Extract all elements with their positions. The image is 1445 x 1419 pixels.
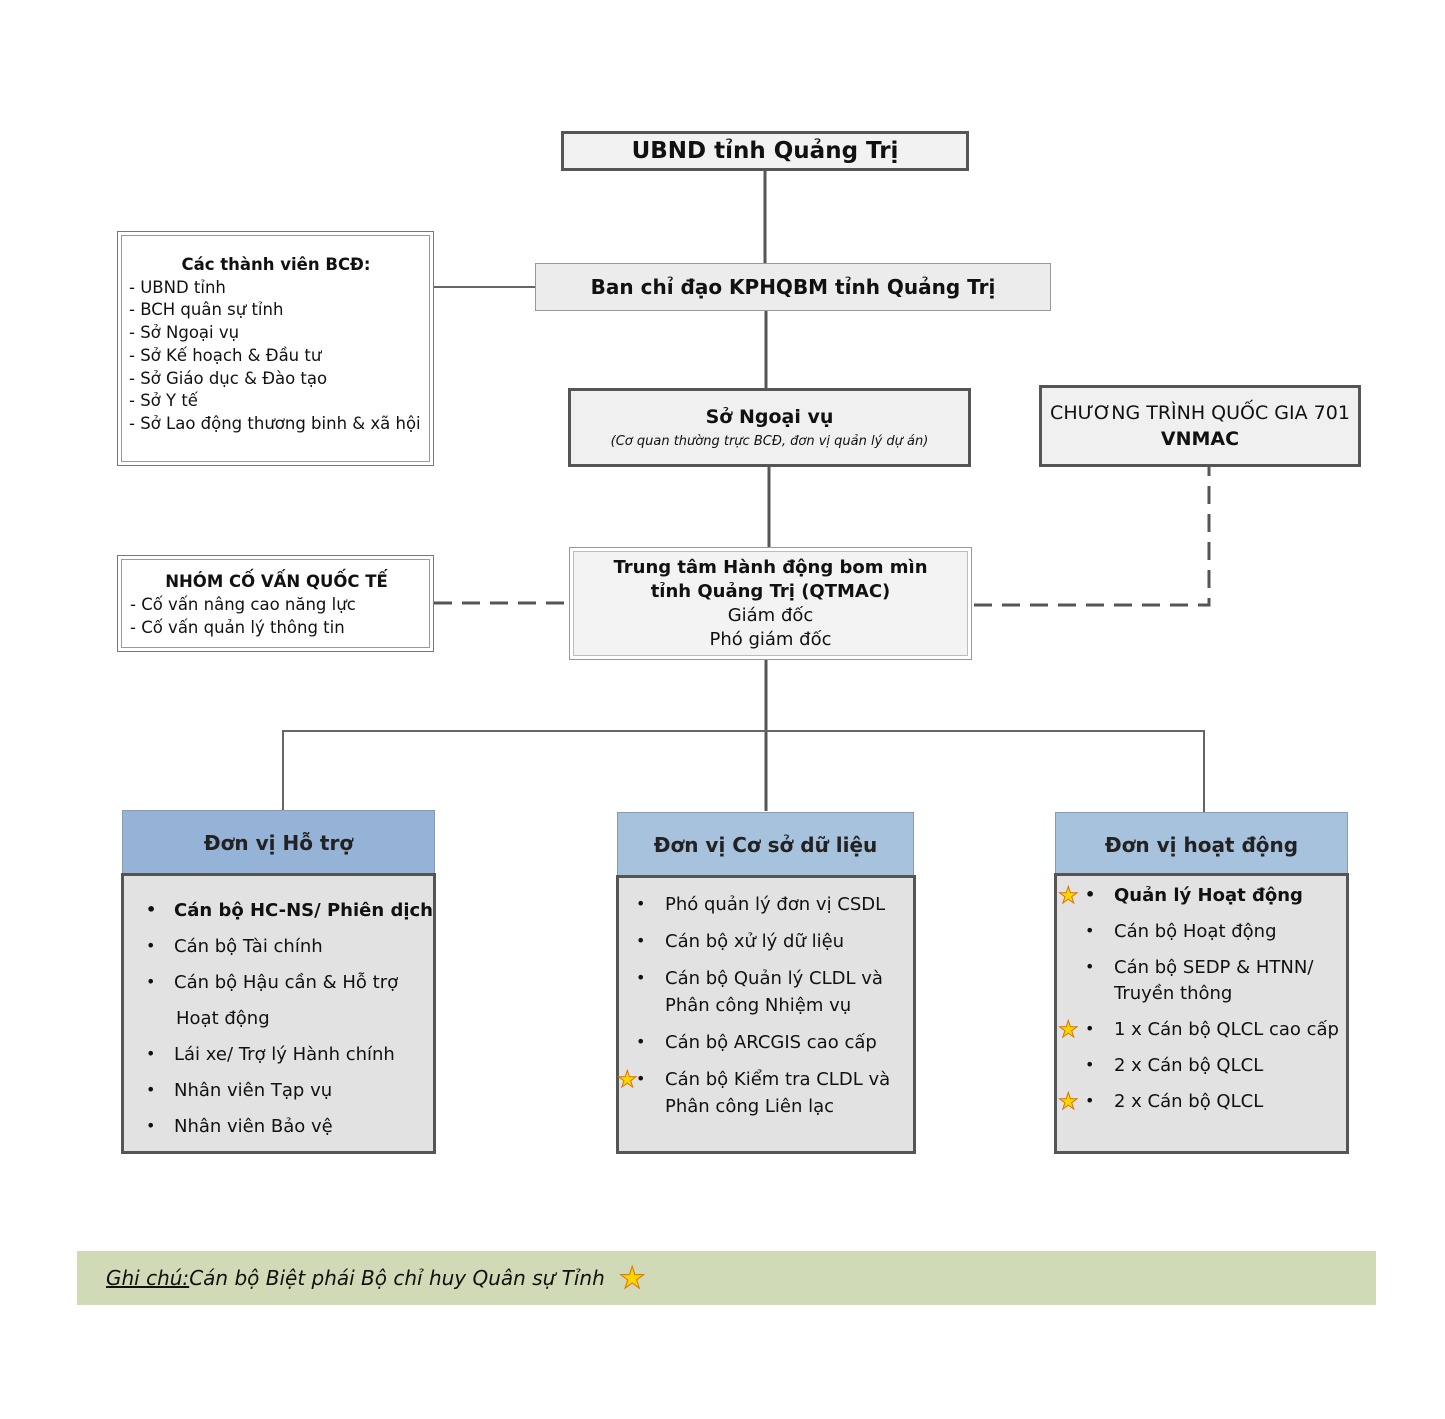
member-item: - Sở Ngoại vụ bbox=[129, 323, 240, 343]
support-unit-title: Đơn vị Hỗ trợ bbox=[203, 830, 354, 855]
bullet-icon: • bbox=[1085, 1091, 1095, 1110]
bullet-icon: • bbox=[146, 972, 156, 991]
legend-text: Cán bộ Biệt phái Bộ chỉ huy Quân sự Tỉnh bbox=[189, 1266, 605, 1290]
member-item: - Sở Giáo dục & Đào tạo bbox=[129, 368, 328, 388]
list-item: •Cán bộ Quản lý CLDL và bbox=[636, 968, 883, 989]
qtmac-name-line1: Trung tâm Hành động bom mìn bbox=[613, 556, 928, 578]
list-item: •Cán bộ Hậu cần & Hỗ trợ bbox=[146, 972, 399, 993]
star-icon: ★ bbox=[618, 1260, 646, 1296]
list-item: Phân công Nhiệm vụ bbox=[665, 995, 852, 1016]
list-item: •Nhân viên Tạp vụ bbox=[146, 1080, 333, 1101]
member-item: - Sở Y tế bbox=[129, 391, 198, 411]
list-item: ★•2 x Cán bộ QLCL bbox=[1058, 1089, 1264, 1116]
foreign-affairs-box: Sở Ngoại vụ (Cơ quan thường trực BCĐ, đơ… bbox=[568, 388, 971, 467]
ubnd-title: UBND tỉnh Quảng Trị bbox=[631, 138, 899, 164]
star-icon: ★ bbox=[1058, 883, 1080, 910]
qtmac-deputy-director: Phó giám đốc bbox=[709, 628, 832, 650]
steering-committee-box: Ban chỉ đạo KPHQBM tỉnh Quảng Trị bbox=[535, 263, 1051, 311]
list-item: •Cán bộ SEDP & HTNN/ bbox=[1085, 957, 1314, 978]
bullet-icon: • bbox=[636, 1069, 646, 1088]
bullet-icon: • bbox=[146, 936, 156, 955]
list-item: •Cán bộ xử lý dữ liệu bbox=[636, 931, 845, 952]
operations-unit-header: Đơn vị hoạt động bbox=[1055, 812, 1348, 877]
bullet-icon: • bbox=[1085, 885, 1096, 904]
list-item: •Cán bộ HC-NS/ Phiên dịch bbox=[146, 900, 433, 921]
member-item: - UBND tỉnh bbox=[129, 277, 226, 297]
foreign-affairs-title: Sở Ngoại vụ bbox=[705, 406, 834, 428]
advisor-item: - Cố vấn nâng cao năng lực bbox=[130, 595, 356, 614]
advisors-box: NHÓM CỐ VẤN QUỐC TẾ - Cố vấn nâng cao nă… bbox=[117, 555, 434, 652]
qtmac-name-line2: tỉnh Quảng Trị (QTMAC) bbox=[650, 580, 891, 602]
list-item: •Lái xe/ Trợ lý Hành chính bbox=[146, 1044, 395, 1065]
support-unit-body: •Cán bộ HC-NS/ Phiên dịch •Cán bộ Tài ch… bbox=[121, 873, 436, 1154]
database-unit-header: Đơn vị Cơ sở dữ liệu bbox=[617, 812, 914, 877]
bullet-icon: • bbox=[1085, 1055, 1095, 1074]
bullet-icon: • bbox=[636, 931, 646, 950]
bullet-icon: • bbox=[146, 1080, 156, 1099]
bullet-icon: • bbox=[146, 900, 157, 919]
bullet-icon: • bbox=[146, 1044, 156, 1063]
bullet-icon: • bbox=[636, 1032, 646, 1051]
list-item: ★•Quản lý Hoạt động bbox=[1058, 883, 1303, 910]
advisors-title: NHÓM CỐ VẤN QUỐC TẾ bbox=[165, 572, 388, 591]
list-item: Phân công Liên lạc bbox=[665, 1096, 835, 1117]
support-unit-header: Đơn vị Hỗ trợ bbox=[122, 810, 435, 875]
star-icon: ★ bbox=[1058, 1089, 1080, 1116]
bullet-icon: • bbox=[1085, 1019, 1095, 1038]
operations-unit-title: Đơn vị hoạt động bbox=[1104, 832, 1299, 857]
legend-note: Ghi chú: Cán bộ Biệt phái Bộ chỉ huy Quâ… bbox=[77, 1251, 1376, 1305]
qtmac-director: Giám đốc bbox=[727, 604, 814, 626]
committee-members-box: Các thành viên BCĐ: - UBND tỉnh - BCH qu… bbox=[117, 231, 434, 466]
list-item: •Phó quản lý đơn vị CSDL bbox=[636, 894, 886, 915]
ubnd-box: UBND tỉnh Quảng Trị bbox=[561, 131, 969, 171]
star-icon: ★ bbox=[617, 1067, 639, 1094]
list-item: ★•1 x Cán bộ QLCL cao cấp bbox=[1058, 1017, 1339, 1044]
vnmac-program: CHƯƠNG TRÌNH QUỐC GIA 701 bbox=[1050, 402, 1350, 424]
star-icon: ★ bbox=[1058, 1017, 1080, 1044]
database-unit-body: •Phó quản lý đơn vị CSDL •Cán bộ xử lý d… bbox=[616, 875, 916, 1154]
list-item: •Cán bộ Hoạt động bbox=[1085, 921, 1277, 942]
line-units-bus bbox=[282, 730, 1205, 813]
bullet-icon: • bbox=[636, 968, 646, 987]
operations-unit-body: ★•Quản lý Hoạt động •Cán bộ Hoạt động •C… bbox=[1054, 873, 1349, 1154]
list-item: •2 x Cán bộ QLCL bbox=[1085, 1055, 1264, 1076]
vnmac-box: CHƯƠNG TRÌNH QUỐC GIA 701 VNMAC bbox=[1039, 385, 1361, 467]
bullet-icon: • bbox=[1085, 921, 1095, 940]
list-item: Hoạt động bbox=[176, 1008, 270, 1029]
members-title: Các thành viên BCĐ: bbox=[181, 255, 371, 274]
list-item: ★•Cán bộ Kiểm tra CLDL và bbox=[617, 1067, 891, 1094]
member-item: - Sở Lao động thương binh & xã hội bbox=[129, 413, 421, 433]
vnmac-title: VNMAC bbox=[1160, 428, 1240, 450]
foreign-affairs-subtitle: (Cơ quan thường trực BCĐ, đơn vị quản lý… bbox=[610, 434, 929, 449]
bullet-icon: • bbox=[146, 1116, 156, 1135]
member-item: - Sở Kế hoạch & Đầu tư bbox=[129, 345, 322, 365]
list-item: Truyền thông bbox=[1114, 983, 1233, 1004]
list-item: •Nhân viên Bảo vệ bbox=[146, 1116, 333, 1137]
advisor-item: - Cố vấn quản lý thông tin bbox=[130, 618, 345, 637]
steering-committee-title: Ban chỉ đạo KPHQBM tỉnh Quảng Trị bbox=[590, 275, 996, 299]
bullet-icon: • bbox=[636, 894, 646, 913]
list-item: •Cán bộ ARCGIS cao cấp bbox=[636, 1032, 877, 1053]
member-item: - BCH quân sự tỉnh bbox=[129, 300, 284, 320]
qtmac-box: Trung tâm Hành động bom mìn tỉnh Quảng T… bbox=[569, 547, 972, 660]
bullet-icon: • bbox=[1085, 957, 1095, 976]
database-unit-title: Đơn vị Cơ sở dữ liệu bbox=[653, 832, 878, 857]
dash-center-vnmac bbox=[974, 467, 1211, 607]
list-item: •Cán bộ Tài chính bbox=[146, 936, 323, 957]
legend-label: Ghi chú: bbox=[106, 1266, 190, 1290]
